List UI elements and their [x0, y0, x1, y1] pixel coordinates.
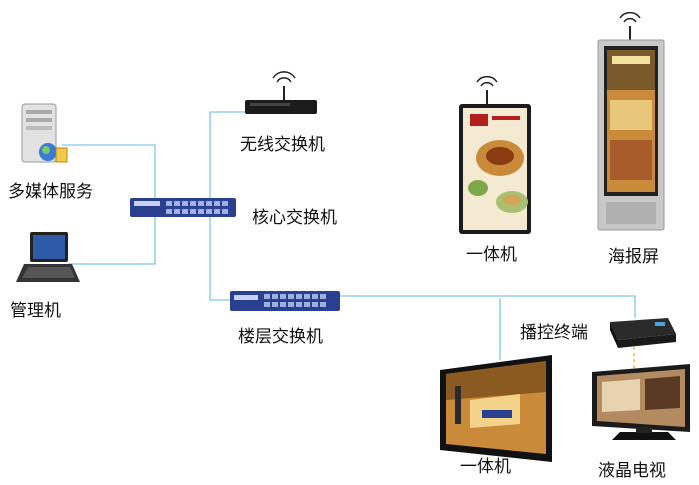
wireless-switch-icon — [245, 71, 317, 114]
tv-allinone-label: 一体机 — [460, 457, 511, 477]
media-server-label: 多媒体服务 — [8, 182, 93, 202]
link-core-wireless — [209, 111, 245, 199]
kiosk-label: 一体机 — [466, 245, 517, 265]
core-switch-label: 核心交换机 — [252, 208, 337, 228]
link-admin-core — [68, 217, 156, 265]
server-icon — [21, 103, 68, 163]
player-terminal-label: 播控终端 — [520, 323, 588, 343]
lcd-tv-label: 液晶电视 — [598, 461, 666, 481]
floor-switch-label: 楼层交换机 — [238, 327, 323, 347]
link-core-floor — [209, 217, 230, 301]
player-terminal-icon — [610, 318, 676, 348]
admin-pc-label: 管理机 — [10, 301, 61, 321]
connection-lines — [62, 111, 636, 370]
poster-screen-icon — [597, 11, 665, 231]
core-switch-icon — [130, 198, 236, 217]
kiosk-icon — [459, 75, 531, 234]
tv-allinone-icon — [440, 355, 552, 462]
laptop-icon — [16, 232, 80, 282]
link-floor-player — [340, 295, 636, 318]
link-server-core — [62, 144, 156, 199]
wireless-switch-label: 无线交换机 — [240, 135, 325, 155]
poster-screen-label: 海报屏 — [608, 247, 659, 267]
lcd-tv-icon — [592, 364, 690, 440]
floor-switch-icon — [230, 291, 340, 311]
